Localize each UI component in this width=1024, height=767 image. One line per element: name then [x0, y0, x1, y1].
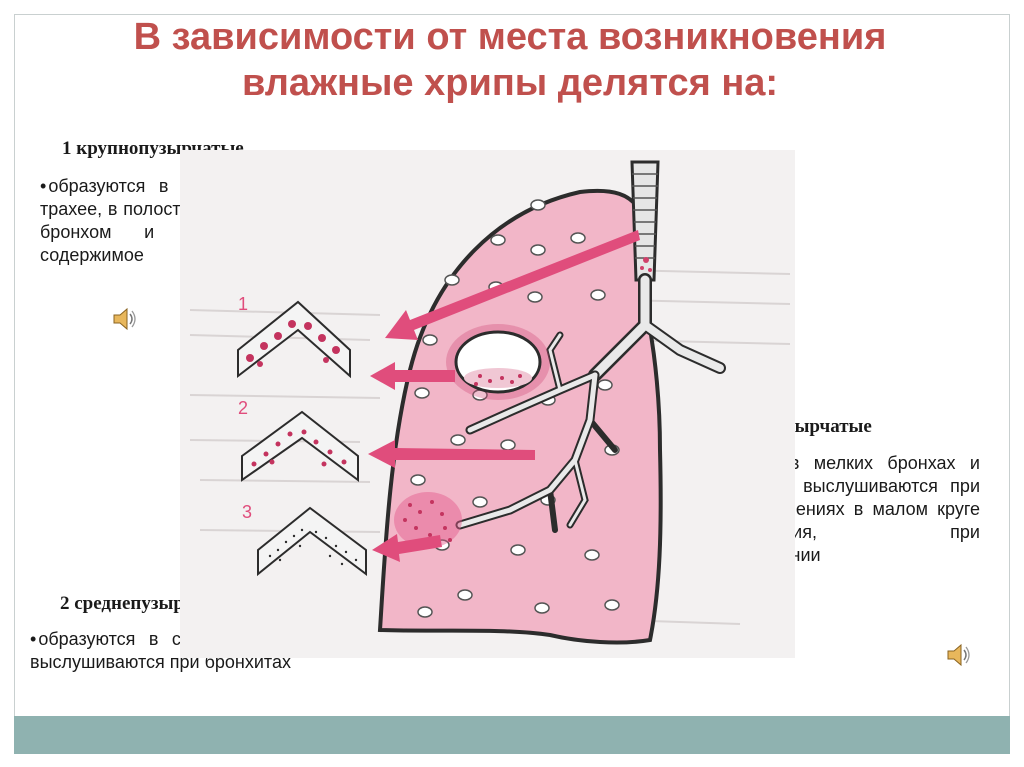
- bubble-sample-2: [241, 410, 359, 482]
- speaker-icon[interactable]: [110, 304, 140, 334]
- bronchial-tree: [455, 273, 726, 533]
- footer-bar: [14, 716, 1010, 754]
- title-line-2: влажные хрипы делятся на:: [241, 62, 779, 104]
- sample-label-1: 1: [238, 294, 248, 314]
- speaker-icon[interactable]: [944, 640, 974, 670]
- inflammation-focus: [394, 492, 462, 548]
- sample-label-2: 2: [238, 398, 248, 418]
- title-line-1: В зависимости от места возникновения: [133, 16, 887, 58]
- bubble-sample-3: [257, 506, 367, 577]
- lung-illustration: 1 2 3: [180, 150, 795, 658]
- bubble-sample-1: [237, 300, 351, 379]
- sample-label-3: 3: [242, 502, 252, 522]
- arrows: [368, 230, 640, 562]
- cavity: [446, 324, 550, 400]
- slide-title: В зависимости от места возникновения вла…: [30, 14, 990, 106]
